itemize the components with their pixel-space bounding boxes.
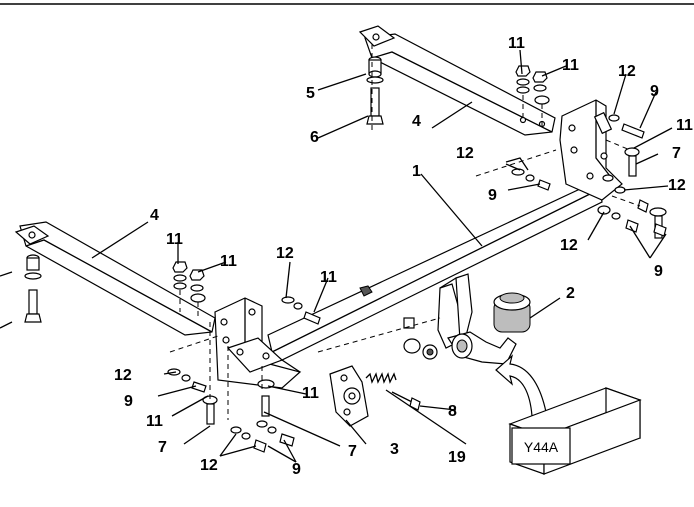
callout-7-left: 7 xyxy=(158,439,167,456)
upper-side-bracket xyxy=(358,25,556,136)
callout-9-right: 9 xyxy=(654,263,663,280)
bolt-part-6 xyxy=(366,87,384,125)
bolt-part-8 xyxy=(391,391,421,411)
spring-part-19 xyxy=(365,372,397,384)
callout-6: 6 xyxy=(310,129,319,146)
callout-labels: 1 2 3 4 4 5 6 7 7 7 8 9 9 9 9 9 11 11 11… xyxy=(114,35,693,478)
callout-12-right: 12 xyxy=(668,177,686,194)
callout-12-bottom: 12 xyxy=(200,457,218,474)
callout-12-plate: 12 xyxy=(276,245,294,262)
lower-side-bracket xyxy=(14,221,216,336)
crossbar-nut xyxy=(359,285,373,297)
callout-11-lower-b: 11 xyxy=(220,253,237,270)
callout-4-upper: 4 xyxy=(412,113,421,130)
callout-7-right: 7 xyxy=(672,145,681,162)
socket-plate-part-3 xyxy=(329,365,369,427)
callout-12-left: 12 xyxy=(114,367,132,384)
callout-11-upper-b: 11 xyxy=(562,57,579,74)
callout-8: 8 xyxy=(448,403,457,420)
callout-2: 2 xyxy=(566,285,575,302)
left-bracket-nuts-11 xyxy=(172,261,206,303)
callout-12-right-lower: 12 xyxy=(560,237,578,254)
callout-7-center: 7 xyxy=(348,443,357,460)
upper-nuts-11 xyxy=(515,65,550,105)
callout-1: 1 xyxy=(412,163,421,180)
assembly-dash-lines xyxy=(169,44,641,420)
callout-4-lower: 4 xyxy=(150,207,159,224)
socket-fittings xyxy=(403,317,438,360)
kit-code-box: Y44A xyxy=(508,387,642,475)
callout-11-left: 11 xyxy=(146,413,163,430)
right-side-fasteners xyxy=(597,114,667,239)
callout-11-upper-a: 11 xyxy=(508,35,525,52)
tow-drop-plate xyxy=(437,273,473,349)
spacer-part-5 xyxy=(366,56,384,84)
curved-arrow xyxy=(495,354,547,417)
leader-lines xyxy=(0,49,673,463)
callout-5: 5 xyxy=(306,85,315,102)
left-spacer-bolt xyxy=(24,254,42,323)
callout-11-right: 11 xyxy=(676,117,693,134)
callout-9-crossbar: 9 xyxy=(488,187,497,204)
callout-19: 19 xyxy=(448,449,466,466)
callout-9-bottom: 9 xyxy=(292,461,301,478)
tow-ball-assembly xyxy=(447,292,531,365)
callout-11-lower-a: 11 xyxy=(166,231,183,248)
callout-12-top-right: 12 xyxy=(618,63,636,80)
main-crossbar xyxy=(267,181,603,373)
callout-12-crossbar: 12 xyxy=(456,145,474,162)
callout-9-top-right: 9 xyxy=(650,83,659,100)
crossbar-top-fasteners xyxy=(505,157,551,191)
kit-code-label: Y44A xyxy=(524,439,559,455)
callout-9-left: 9 xyxy=(124,393,133,410)
left-mounting-plate xyxy=(214,297,302,389)
callout-3: 3 xyxy=(390,441,399,458)
callout-11-plate: 11 xyxy=(320,269,337,286)
callout-11-center: 11 xyxy=(302,385,319,402)
